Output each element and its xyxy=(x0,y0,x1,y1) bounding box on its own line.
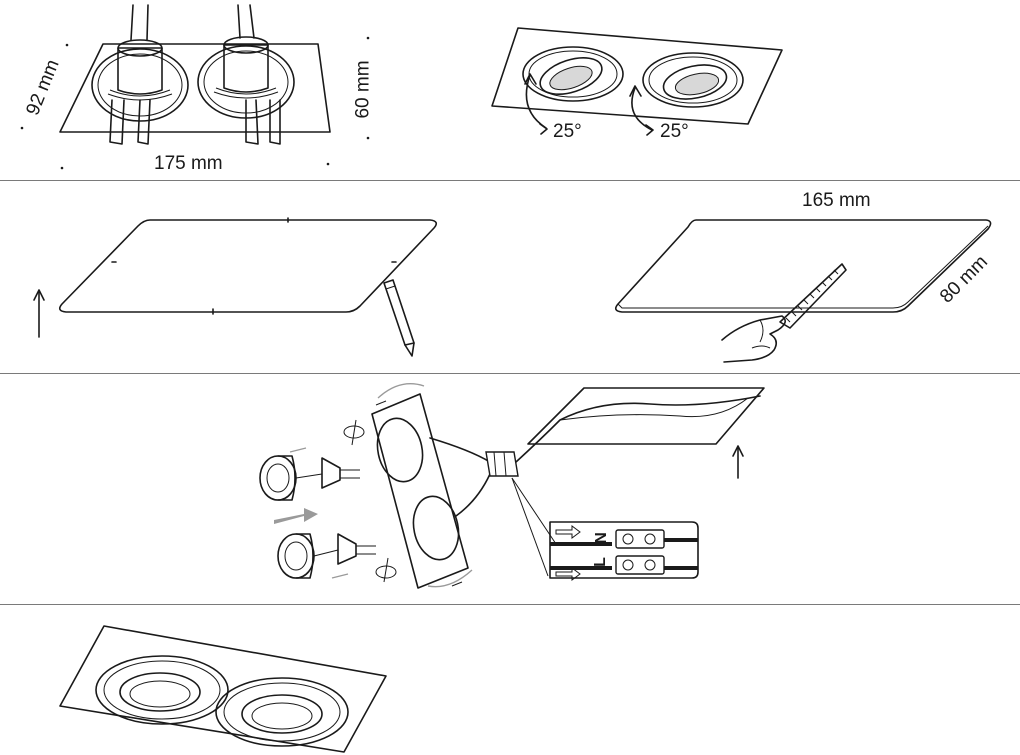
width-dimension-label: 175 mm xyxy=(154,153,223,174)
section-divider-1 xyxy=(0,180,1020,181)
right-tilt-angle-label: 25° xyxy=(660,121,689,142)
section-divider-2 xyxy=(0,373,1020,374)
section-divider-3 xyxy=(0,604,1020,605)
cutout-length-label: 165 mm xyxy=(802,190,871,211)
left-tilt-angle-label: 25° xyxy=(553,121,582,142)
